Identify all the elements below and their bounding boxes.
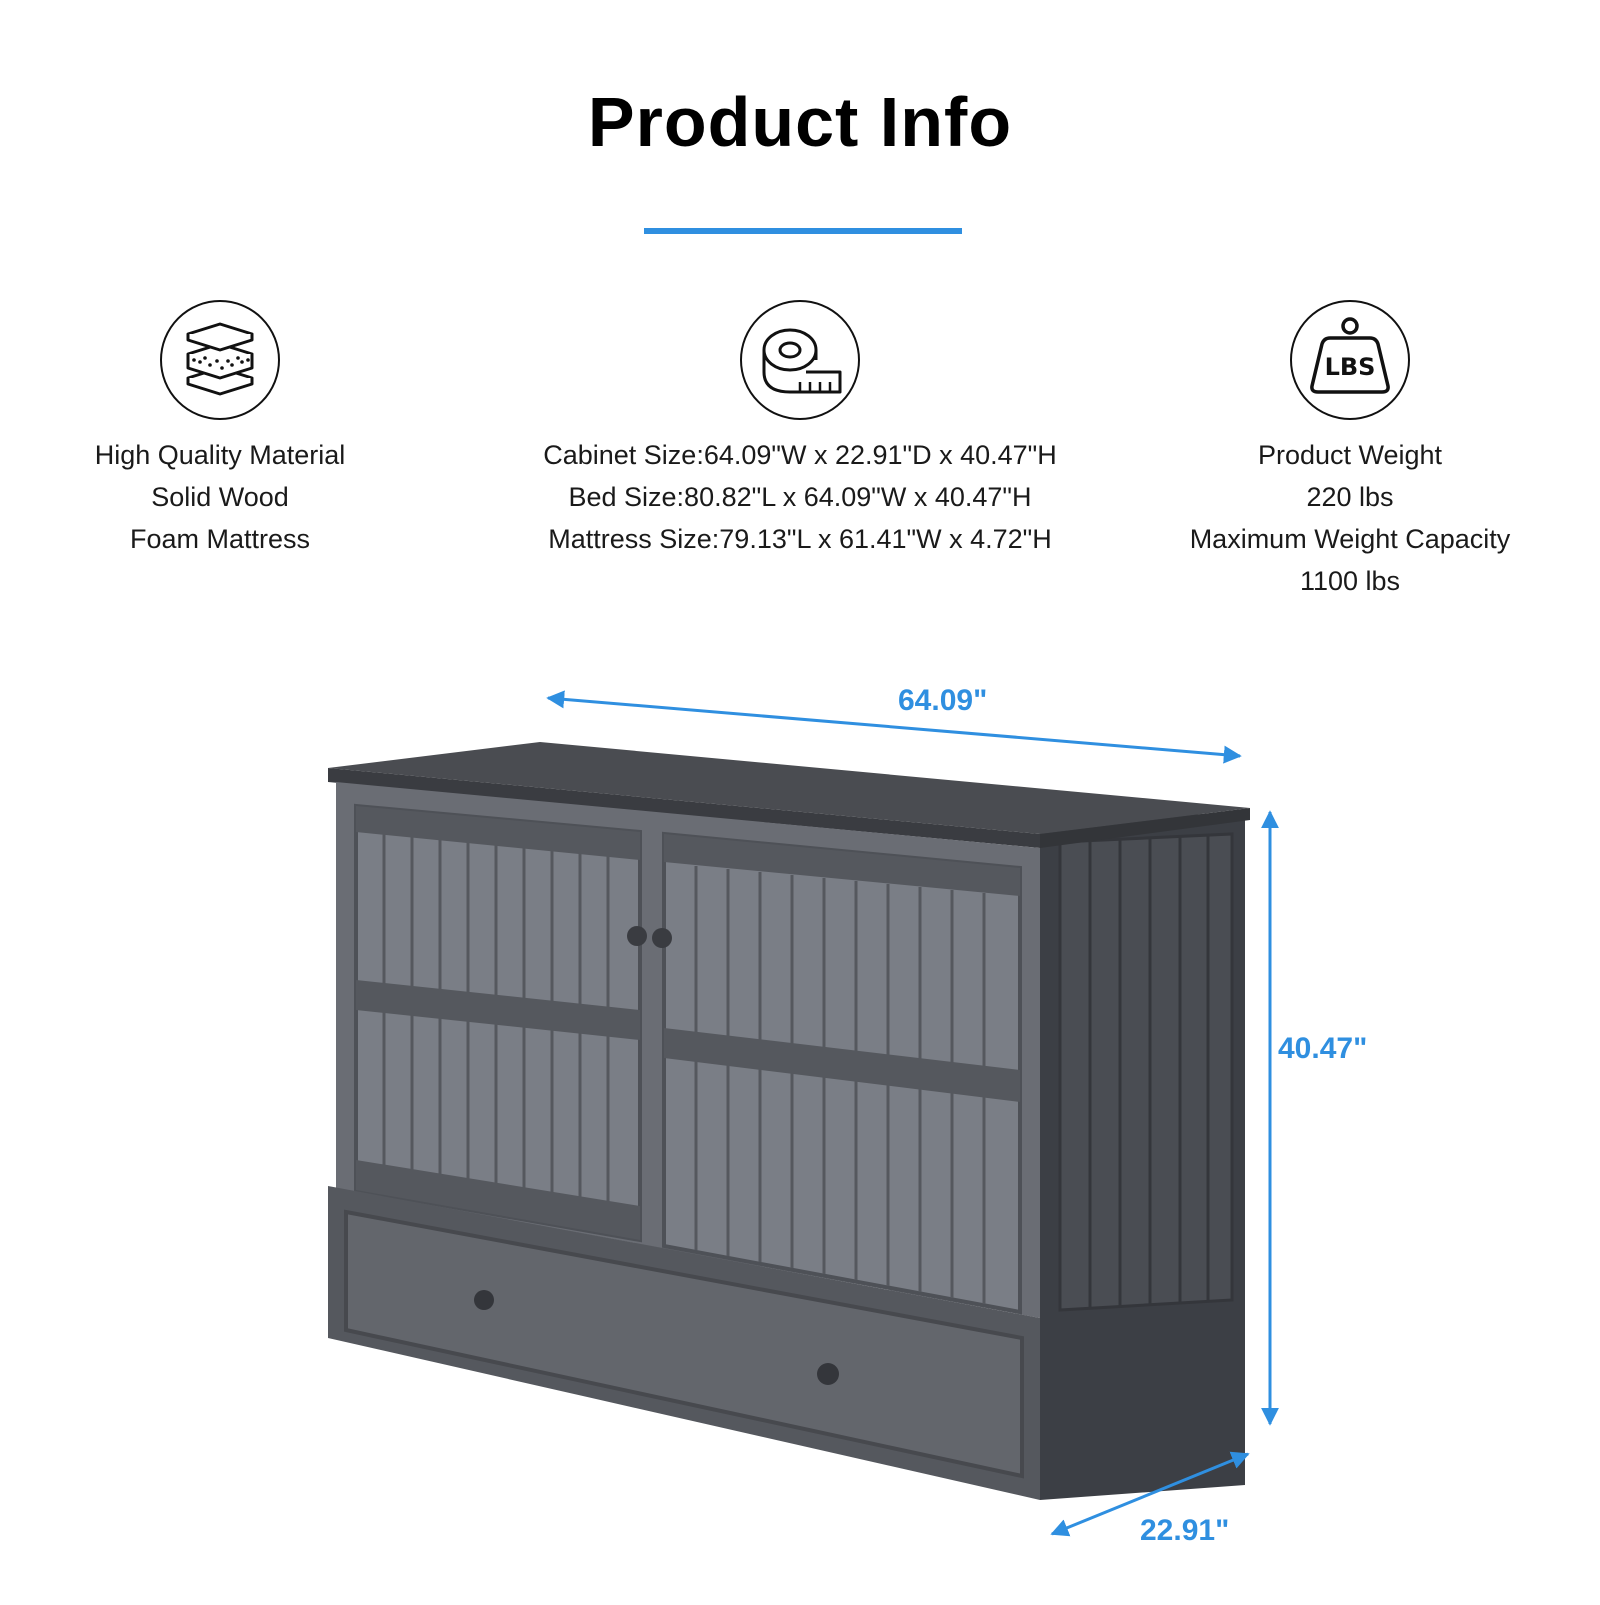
feature-weight: LBS Product Weight 220 lbs Maximum Weigh… — [1150, 300, 1550, 602]
cabinet-bed-drawing — [328, 690, 1279, 1537]
feature-line: Bed Size:80.82"L x 64.09"W x 40.47"H — [568, 482, 1032, 512]
product-illustration: 64.09" 40.47" 22.91" — [0, 640, 1600, 1600]
tape-measure-icon — [740, 300, 860, 420]
feature-line: Product Weight — [1257, 440, 1443, 470]
cabinet-top — [328, 742, 1250, 834]
title-underline — [644, 228, 962, 234]
width-label: 64.09" — [898, 684, 988, 717]
feature-weight-text: Product Weight 220 lbs Maximum Weight Ca… — [1150, 434, 1550, 602]
feature-material-text: High Quality Material Solid Wood Foam Ma… — [60, 434, 380, 560]
door-knob-left[interactable] — [627, 926, 647, 946]
feature-line: Mattress Size:79.13"L x 61.41"W x 4.72"H — [548, 524, 1052, 554]
layers-material-icon — [160, 300, 280, 420]
weight-icon-text: LBS — [1325, 353, 1376, 381]
feature-line: Cabinet Size:64.09"W x 22.91"D x 40.47"H — [543, 440, 1057, 470]
depth-label: 22.91" — [1140, 1514, 1230, 1547]
weight-lbs-icon: LBS — [1290, 300, 1410, 420]
feature-line: 1100 lbs — [1299, 566, 1401, 596]
feature-line: Foam Mattress — [129, 524, 311, 554]
height-label: 40.47" — [1278, 1032, 1368, 1065]
page-title: Product Info — [587, 83, 1013, 161]
feature-size-text: Cabinet Size:64.09"W x 22.91"D x 40.47"H… — [470, 434, 1130, 560]
feature-line: Solid Wood — [151, 482, 289, 512]
drawer-knob-left[interactable] — [474, 1290, 494, 1310]
depth-arrow — [1050, 1451, 1250, 1537]
feature-line: 220 lbs — [1306, 482, 1394, 512]
drawer-front[interactable] — [344, 1209, 1024, 1479]
feature-line: Maximum Weight Capacity — [1189, 524, 1511, 554]
feature-line: High Quality Material — [94, 440, 346, 470]
drawer-knob-right[interactable] — [817, 1363, 839, 1385]
width-arrow — [546, 690, 1242, 764]
feature-material: High Quality Material Solid Wood Foam Ma… — [60, 300, 380, 560]
feature-size: Cabinet Size:64.09"W x 22.91"D x 40.47"H… — [470, 300, 1130, 560]
door-knob-right[interactable] — [652, 928, 672, 948]
